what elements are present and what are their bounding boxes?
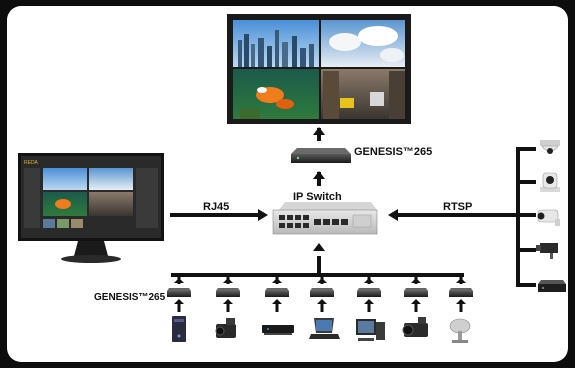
laptop-icon — [309, 318, 340, 339]
ip-switch-label: IP Switch — [293, 191, 342, 203]
management-monitor: REDA — [18, 153, 164, 263]
box-camera-icon — [536, 243, 558, 259]
genesis-encoder-1 — [167, 275, 191, 312]
nvr-icon — [538, 280, 566, 292]
genesis-label-top: GENESIS™265 — [354, 146, 432, 158]
pc-tower-icon — [172, 316, 186, 342]
genesis-encoder-row — [167, 275, 473, 312]
bullet-camera-icon — [537, 209, 560, 226]
genesis-encoder-top — [291, 148, 351, 163]
svg-text:REDA: REDA — [24, 160, 39, 166]
ptz-camera-icon — [540, 172, 560, 192]
rtsp-label: RTSP — [443, 201, 472, 213]
set-top-box-icon — [262, 325, 294, 335]
genesis-encoder-3 — [265, 275, 289, 312]
genesis-encoder-5 — [357, 275, 381, 312]
diagram-frame: GENESIS™265 IP Switch REDA — [7, 6, 568, 362]
network-diagram: GENESIS™265 IP Switch REDA — [18, 14, 566, 343]
genesis-encoder-6 — [404, 275, 428, 312]
rj45-label: RJ45 — [203, 201, 229, 213]
satellite-dish-icon — [449, 318, 471, 343]
camcorder-icon — [215, 318, 236, 338]
desktop-pc-icon — [356, 319, 385, 341]
dome-camera-icon — [540, 140, 560, 154]
video-wall-monitor — [227, 14, 411, 124]
network-switch — [272, 202, 378, 235]
pro-camera-icon — [402, 317, 428, 337]
genesis-encoder-7 — [449, 275, 473, 312]
genesis-encoder-2 — [216, 275, 240, 312]
genesis-encoder-4 — [310, 275, 334, 312]
genesis-label-bottom: GENESIS™265 — [94, 292, 166, 303]
